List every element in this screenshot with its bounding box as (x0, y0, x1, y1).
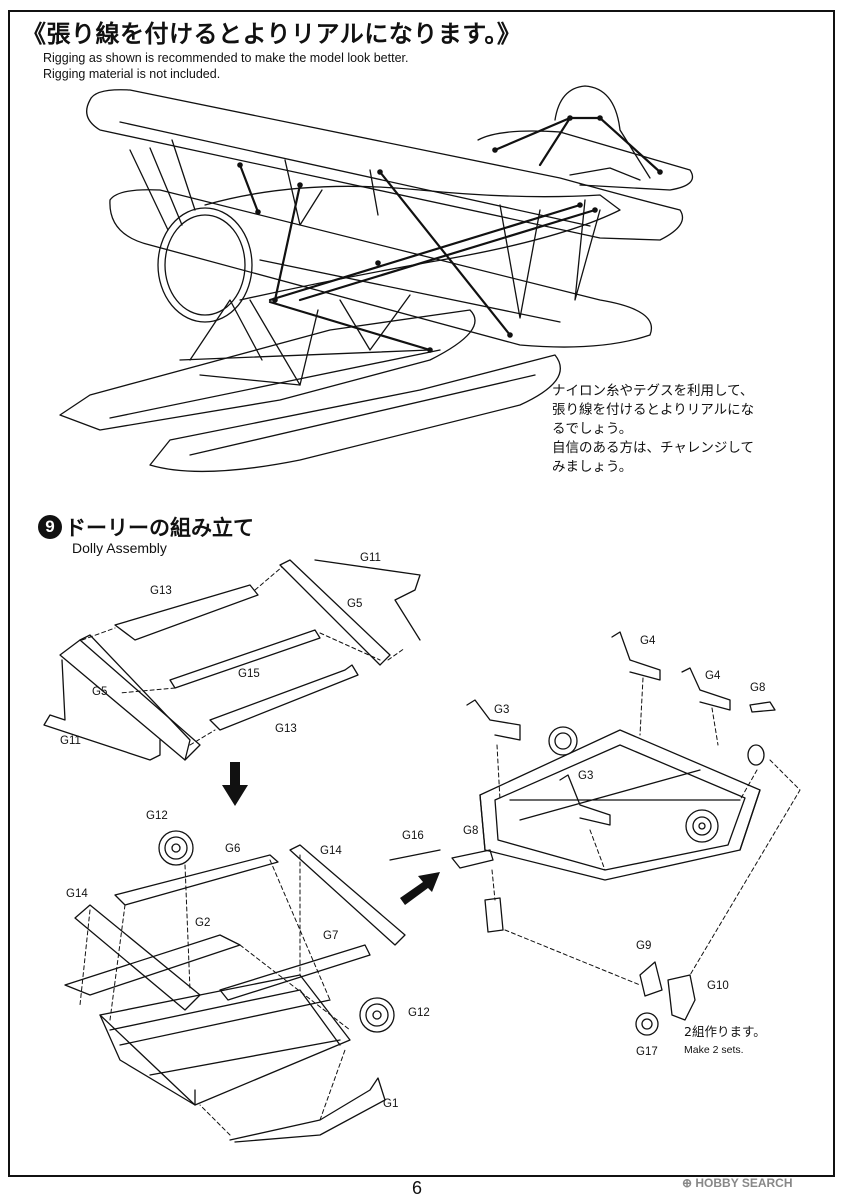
part-label-g9: G9 (636, 940, 652, 952)
part-label-g17: G17 (636, 1046, 658, 1058)
part-label-g12: G12 (146, 810, 168, 822)
dolly-parts-exploded (43, 559, 421, 761)
part-label-g3: G3 (494, 704, 510, 716)
step-title-jp: ドーリーの組み立て (65, 516, 254, 540)
part-label-g16: G16 (402, 830, 424, 842)
part-label-g14: G14 (320, 845, 342, 857)
page-frame (8, 10, 835, 1177)
rigging-note-en-2: Rigging material is not included. (43, 67, 221, 81)
rigging-note-jp-5: みましょう。 (552, 459, 633, 475)
watermark-text: HOBBY SEARCH (695, 1176, 793, 1190)
rigging-note-en-1: Rigging as shown is recommended to make … (43, 51, 409, 65)
page-title: 《張り線を付けるとよりリアルになります。》 (22, 20, 522, 48)
sets-note-en: Make 2 sets. (684, 1044, 744, 1056)
down-arrow-icon (222, 762, 248, 806)
part-label-g1: G1 (383, 1098, 399, 1110)
step-heading: 9 ドーリーの組み立て (38, 512, 254, 542)
part-label-g13: G13 (150, 585, 172, 597)
part-label-g4: G4 (640, 635, 656, 647)
part-label-g2: G2 (195, 917, 211, 929)
part-label-g8: G8 (750, 682, 766, 694)
biplane-drawing (59, 85, 694, 473)
part-label-g10: G10 (707, 980, 729, 992)
watermark-icon: ⊕ (682, 1176, 696, 1190)
part-label-g13: G13 (275, 723, 297, 735)
part-label-g5: G5 (347, 598, 363, 610)
part-label-g8: G8 (463, 825, 479, 837)
sets-note-jp: 2組作ります。 (684, 1024, 766, 1039)
rigging-note-jp-1: ナイロン糸やテグスを利用して、 (552, 383, 754, 399)
page-number: 6 (412, 1178, 423, 1198)
dolly-complete-drawing (389, 631, 801, 1036)
part-label-g15: G15 (238, 668, 260, 680)
rigging-note-jp-4: 自信のある方は、チャレンジして (552, 440, 754, 456)
part-label-g12: G12 (408, 1007, 430, 1019)
right-arrow-icon (400, 872, 440, 905)
step-number-badge: 9 (38, 515, 62, 539)
part-label-g11: G11 (60, 735, 81, 747)
dolly-frame-drawing (64, 830, 406, 1143)
part-label-g14: G14 (66, 888, 88, 900)
watermark: ⊕ HOBBY SEARCH (682, 1176, 793, 1190)
part-label-g11: G11 (360, 552, 381, 564)
part-label-g7: G7 (323, 930, 339, 942)
part-label-g5: G5 (92, 686, 108, 698)
part-label-g4: G4 (705, 670, 721, 682)
rigging-note-jp-2: 張り線を付けるとよりリアルにな (552, 402, 755, 418)
rigging-note-jp-3: るでしょう。 (552, 421, 633, 437)
step-title-en: Dolly Assembly (72, 540, 167, 556)
part-label-g3: G3 (578, 770, 594, 782)
part-label-g6: G6 (225, 843, 241, 855)
